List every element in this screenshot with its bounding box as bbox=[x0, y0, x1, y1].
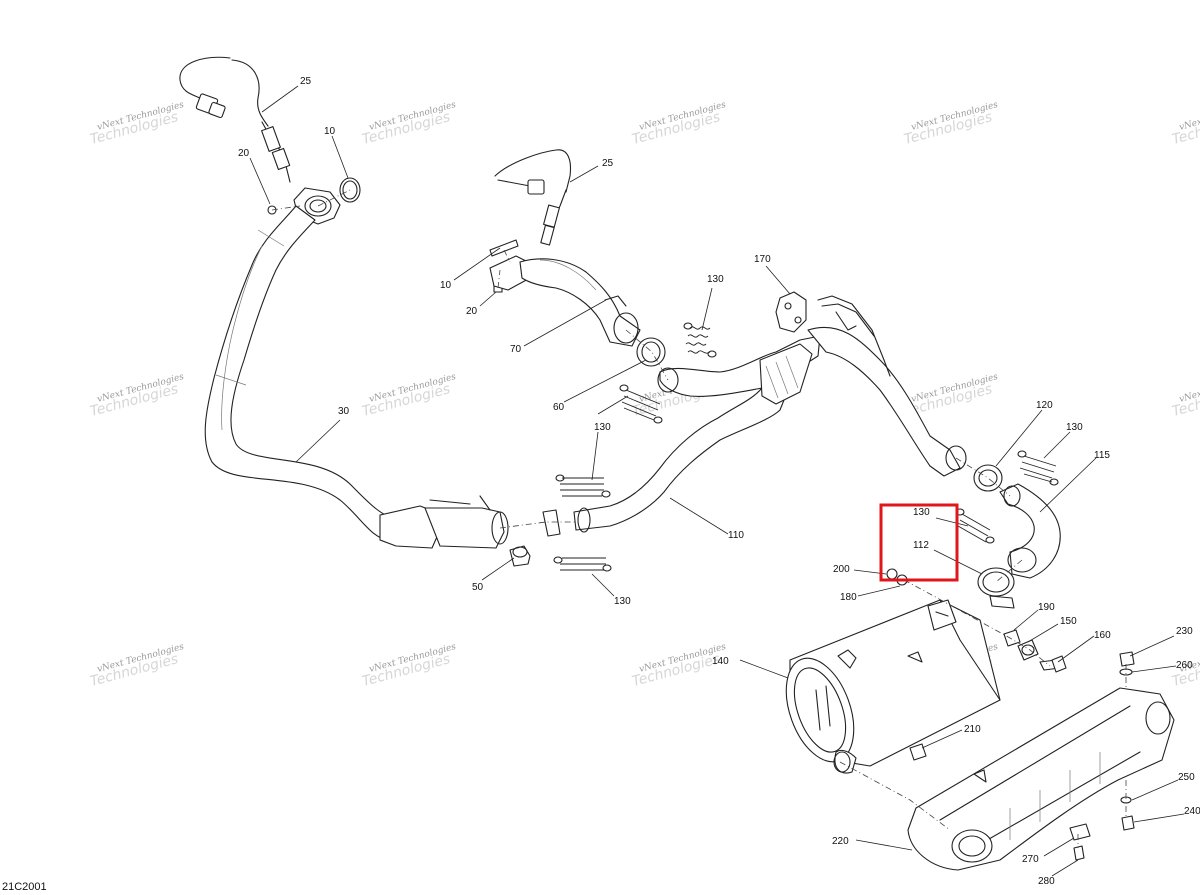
callout-250: 250 bbox=[1178, 772, 1195, 783]
part-210-nut bbox=[909, 743, 927, 761]
callout-30: 30 bbox=[338, 406, 350, 417]
callout-240: 240 bbox=[1184, 806, 1200, 817]
callout-210: 210 bbox=[964, 724, 981, 735]
callout-140: 140 bbox=[712, 656, 729, 667]
part-130-spring-d bbox=[553, 556, 612, 572]
part-190-spacer bbox=[1003, 629, 1021, 647]
part-230-bolt bbox=[1119, 651, 1135, 667]
watermark: Technologies vNext Technologies bbox=[360, 100, 457, 148]
callout-190: 190 bbox=[1038, 602, 1055, 613]
part-140-muffler bbox=[785, 599, 1001, 774]
part-220-heat-shield bbox=[907, 687, 1175, 871]
part-130-spring-e bbox=[1017, 450, 1059, 486]
callout-270: 270 bbox=[1022, 854, 1039, 865]
part-25-left-o2-sensor bbox=[179, 56, 291, 183]
watermark-layer: Technologies vNext Technologies Technolo… bbox=[88, 100, 1200, 690]
part-130-spring-b bbox=[619, 384, 663, 424]
callout-260: 260 bbox=[1176, 660, 1193, 671]
part-60-seal-ring-upper bbox=[636, 337, 666, 367]
part-270-clip bbox=[1069, 823, 1091, 841]
callout-130: 130 bbox=[913, 507, 930, 518]
highlight-box bbox=[879, 503, 959, 582]
part-130-spring-a bbox=[683, 322, 717, 358]
callout-160: 160 bbox=[1094, 630, 1111, 641]
watermark-text: vNext Technologies bbox=[1178, 372, 1200, 405]
part-130-spring-c bbox=[555, 474, 611, 498]
part-10-middle-gasket bbox=[489, 239, 519, 257]
callout-25: 25 bbox=[300, 76, 312, 87]
callout-labels: 25 10 20 25 10 20 70 130 170 60 130 30 1… bbox=[238, 76, 1200, 887]
part-60-seal-ring-lower bbox=[542, 509, 561, 537]
callout-280: 280 bbox=[1038, 876, 1055, 887]
watermark: Technologies vNext Technologies bbox=[1170, 100, 1200, 148]
part-50-grommet bbox=[509, 545, 531, 567]
callout-20: 20 bbox=[466, 306, 478, 317]
part-200-washer bbox=[886, 568, 908, 586]
part-280-screw bbox=[1073, 845, 1085, 861]
part-170-rubber-hanger bbox=[775, 291, 807, 333]
figure-code: 21C2001 bbox=[2, 881, 47, 893]
part-160-bolt bbox=[1039, 655, 1067, 673]
leader-lines bbox=[249, 85, 1185, 877]
part-240-bolt bbox=[1121, 815, 1135, 831]
callout-50: 50 bbox=[472, 582, 484, 593]
watermark: Technologies vNext Technologies bbox=[630, 100, 727, 148]
part-25-middle-o2-sensor bbox=[494, 149, 572, 246]
watermark: Technologies vNext Technologies bbox=[88, 642, 185, 690]
watermark: Technologies vNext Technologies bbox=[88, 372, 185, 420]
callout-112: 112 bbox=[913, 540, 929, 551]
watermark: Technologies vNext Technologies bbox=[360, 372, 457, 420]
callout-170: 170 bbox=[754, 254, 771, 265]
part-30-header-pipe bbox=[204, 187, 509, 549]
callout-25: 25 bbox=[602, 158, 614, 169]
callout-130: 130 bbox=[594, 422, 611, 433]
watermark: Technologies vNext Technologies bbox=[902, 100, 999, 148]
watermark: Technologies vNext Technologies bbox=[1170, 372, 1200, 420]
part-115-elbow-pipe bbox=[999, 483, 1061, 579]
callout-115: 115 bbox=[1094, 450, 1110, 461]
part-130-spring-f bbox=[955, 508, 995, 544]
callout-230: 230 bbox=[1176, 626, 1193, 637]
callout-10: 10 bbox=[324, 126, 336, 137]
callout-120: 120 bbox=[1036, 400, 1053, 411]
callout-180: 180 bbox=[840, 592, 857, 603]
callout-220: 220 bbox=[832, 836, 849, 847]
watermark-text: vNext Technologies bbox=[1178, 100, 1200, 133]
callout-20: 20 bbox=[238, 148, 250, 159]
watermark: Technologies vNext Technologies bbox=[88, 100, 185, 148]
part-70-rear-header bbox=[489, 255, 641, 347]
callout-110: 110 bbox=[728, 530, 744, 541]
part-110-y-pipe bbox=[573, 295, 967, 533]
watermark: Technologies vNext Technologies bbox=[360, 642, 457, 690]
part-120-seal-ring bbox=[973, 464, 1003, 492]
callout-130: 130 bbox=[1066, 422, 1083, 433]
part-150-grommet bbox=[1017, 639, 1039, 661]
callout-130: 130 bbox=[614, 596, 631, 607]
callout-130: 130 bbox=[707, 274, 724, 285]
callout-10: 10 bbox=[440, 280, 452, 291]
callout-60: 60 bbox=[553, 402, 565, 413]
callout-200: 200 bbox=[833, 564, 850, 575]
assembly-lines bbox=[271, 189, 1127, 848]
callout-150: 150 bbox=[1060, 616, 1077, 627]
part-112-clamp bbox=[977, 567, 1015, 609]
callout-70: 70 bbox=[510, 344, 522, 355]
